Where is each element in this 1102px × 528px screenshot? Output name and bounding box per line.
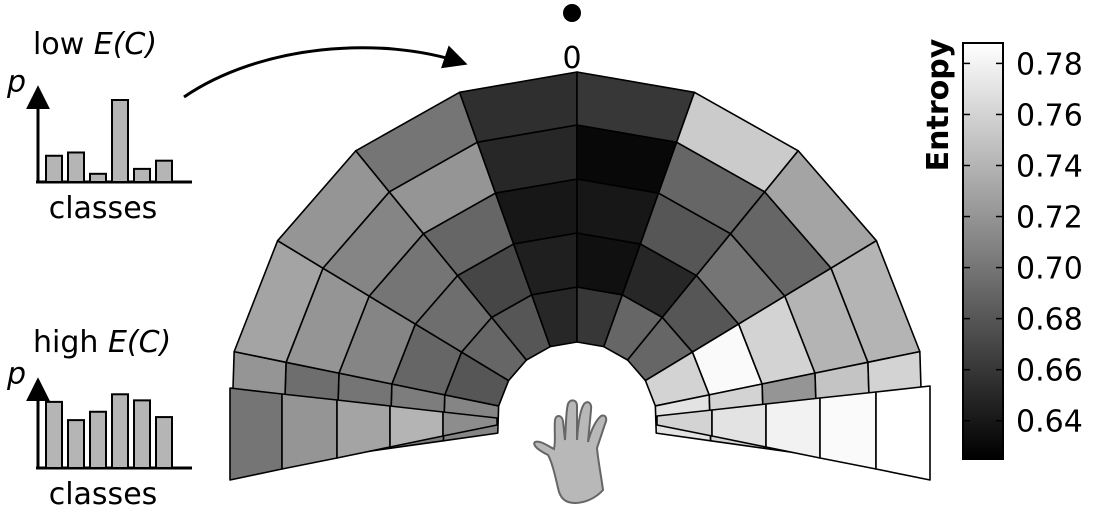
colorbar: 0.78 0.76 0.74 0.72 0.70 0.68 0.66 0.64 Entropy (921, 38, 1083, 460)
inset-xlabel: classes (49, 477, 158, 512)
colorbar-tick-label: 0.68 (1016, 303, 1083, 338)
colorbar-tick-label: 0.76 (1016, 98, 1083, 133)
inset-title: low E(C) (33, 27, 157, 62)
inset-bar (133, 167, 151, 184)
inset-bar (155, 416, 173, 469)
inset-xlabel: classes (49, 191, 158, 226)
colorbar-label: Entropy (921, 38, 956, 171)
inset-bar (67, 419, 85, 469)
heatmap-base-cell (336, 399, 391, 459)
colorbar-tick-label: 0.64 (1016, 405, 1083, 440)
heatmap-base-cell (281, 393, 338, 470)
colorbar-tick-label: 0.78 (1016, 47, 1083, 82)
heatmap-base-cell (875, 385, 931, 481)
inset-ylabel: p (6, 65, 26, 100)
center-marker-label: 0 (562, 41, 581, 76)
inset-ylabel: p (6, 357, 26, 392)
inset-bar (45, 154, 63, 183)
colorbar-tick-label: 0.72 (1016, 201, 1083, 236)
inset-bar (89, 172, 107, 184)
inset-bar (45, 400, 63, 470)
inset-title: high E(C) (33, 325, 171, 360)
inset-bar (111, 393, 129, 469)
inset-bar (67, 151, 85, 183)
heatmap-base-cell (229, 387, 283, 481)
hand-icon (533, 399, 608, 505)
heatmap-base-cell (819, 391, 877, 470)
center-marker-dot (563, 4, 581, 22)
polar-heatmap (229, 71, 931, 481)
heatmap-base-cell (765, 397, 821, 459)
colorbar-tick-label: 0.66 (1016, 354, 1083, 389)
inset-bar (133, 399, 151, 469)
inset-bar (155, 159, 173, 183)
high-entropy-inset: high E(C)p classes (6, 325, 192, 512)
colorbar-gradient (962, 42, 1004, 460)
heatmap-base-cell (442, 411, 498, 437)
inset-bar (89, 410, 107, 470)
colorbar-ticks: 0.78 0.76 0.74 0.72 0.70 0.68 0.66 0.64 (963, 47, 1083, 440)
low-entropy-inset: low E(C)p classes (6, 27, 192, 226)
colorbar-tick-label: 0.74 (1016, 150, 1083, 185)
pointer-arrow (183, 45, 468, 99)
colorbar-tick-label: 0.70 (1016, 252, 1083, 287)
inset-bar (111, 99, 129, 183)
